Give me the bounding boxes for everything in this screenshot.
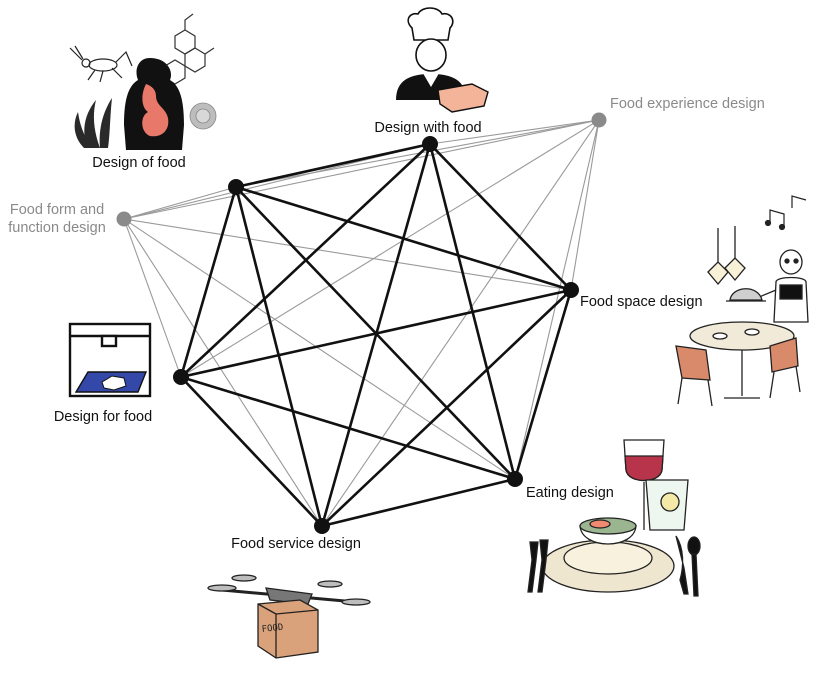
network-nodes [116,112,607,534]
label-design-with-food: Design with food [374,120,482,136]
edge-eating-design-food-service-design [320,477,517,528]
label-food-space-design: Food space design [580,294,703,310]
overarching-edges [123,119,600,527]
edge-food-space-design-food-service-design [320,288,573,528]
edge-design-of-food-design-for-food [179,185,238,379]
edge-food-form-function-design-food-service-design [123,218,323,527]
water-glass-icon [645,479,689,531]
node-design-for-food [173,369,189,385]
edge-food-experience-design-eating-design [514,119,600,480]
node-food-space-design [563,282,579,298]
seaweed-icon [74,98,112,148]
food-tray-icon [437,83,489,113]
wine-glass-icon [623,439,665,530]
label-design-for-food: Design for food [53,409,153,425]
3d-printer-illustration [68,322,152,398]
label-food-form-line-1: Food form and [9,202,105,218]
label-food-service-design: Food service design [231,536,361,552]
node-design-with-food [422,136,438,152]
fork-icon [527,539,549,593]
node-design-of-food [228,179,244,195]
node-food-experience-design [591,112,607,128]
label-design-of-food: Design of food [92,155,186,171]
node-food-form-function-design [116,211,132,227]
edge-food-experience-design-design-with-food [429,119,600,145]
music-notes-icon [764,195,807,231]
edge-food-service-design-design-for-food [179,375,324,528]
label-food-form-line-2: function design [8,220,106,236]
digestive-system-icon [124,58,184,150]
chef-hat-icon [407,7,454,41]
label-eating-design: Eating design [526,485,614,501]
bowl-icon [579,517,637,545]
edge-food-form-function-design-eating-design [123,218,516,480]
edge-food-form-function-design-design-of-food [123,186,237,220]
edge-design-with-food-food-service-design [320,142,432,528]
food-box-label: FOOD [261,623,284,635]
chef-illustration [396,7,489,113]
node-food-service-design [314,518,330,534]
edge-food-experience-design-food-form-function-design [123,119,600,220]
restaurant-illustration [675,195,809,407]
cricket-icon [69,45,133,83]
food-box-icon: FOOD [257,599,319,659]
edge-design-with-food-food-space-design [428,142,573,292]
edge-food-form-function-design-design-for-food [123,218,182,378]
label-food-form-function-design: Food form and function design [8,201,106,237]
dining-table-icon [689,321,795,399]
edge-food-experience-design-food-space-design [570,119,600,291]
edge-food-experience-design-food-service-design [321,119,600,527]
plate-icon [541,539,675,593]
node-eating-design [507,471,523,487]
pendant-lamp-icon [707,226,746,286]
edge-food-experience-design-design-for-food [180,119,600,378]
molecule-icon [164,13,215,85]
edge-design-with-food-design-for-food [179,142,432,379]
spoon-icon [687,536,701,597]
label-food-experience-design: Food experience design [610,96,765,112]
edge-design-of-food-design-with-food [234,142,432,189]
core-edges [179,142,573,528]
delivery-drone-illustration: FOOD [207,574,371,659]
chair-icon [675,337,801,407]
edge-eating-design-design-for-food [179,375,517,481]
table-setting-illustration [527,439,701,597]
edge-food-space-design-design-for-food [179,288,573,379]
edge-food-space-design-eating-design [513,288,573,481]
knife-icon [675,535,689,595]
serving-cloche-icon [726,288,766,302]
robot-waiter-icon [751,249,809,323]
design-of-food-illustration [69,13,217,150]
edge-food-form-function-design-food-space-design [123,218,572,291]
flower-icon [189,102,217,130]
edge-design-of-food-food-service-design [234,185,324,528]
edge-food-experience-design-design-of-food [235,119,600,188]
